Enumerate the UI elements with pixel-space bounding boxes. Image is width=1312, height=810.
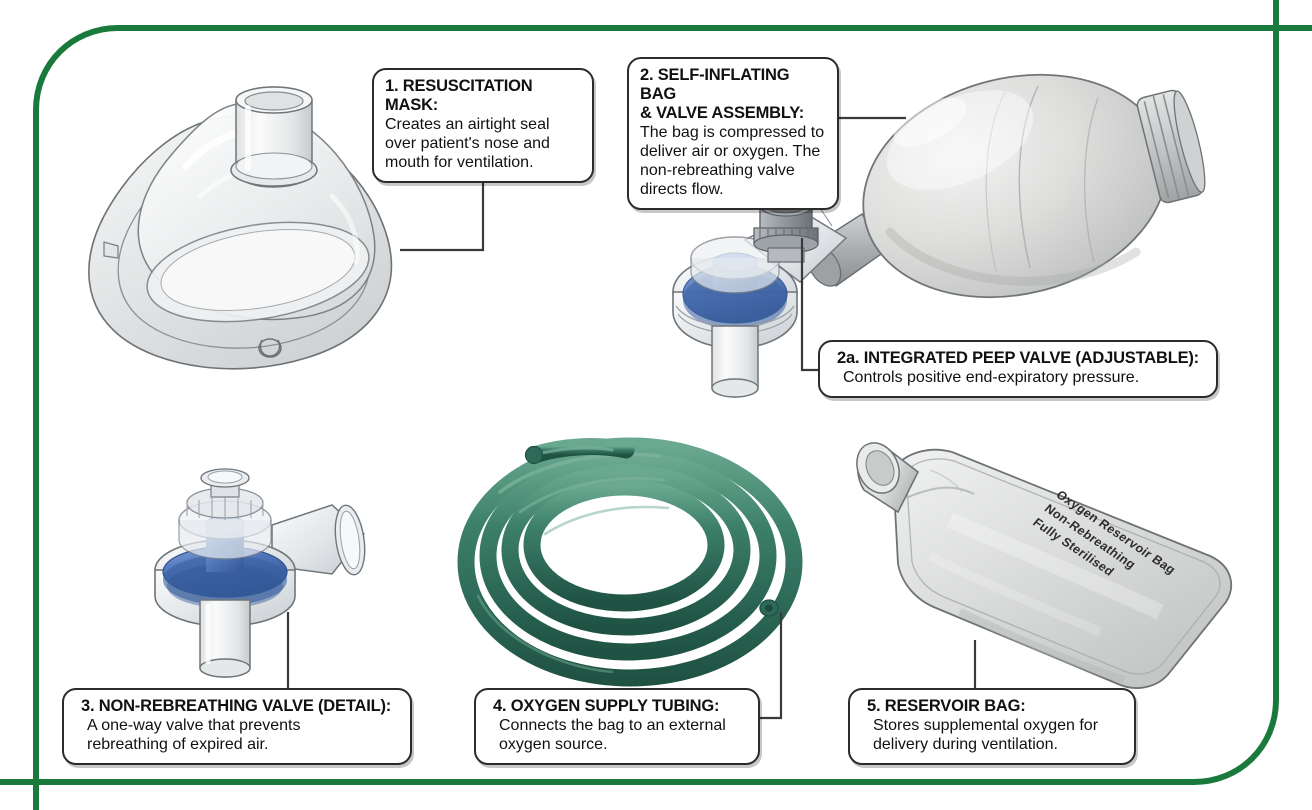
callout-2-body: The bag is compressed to deliver air or … xyxy=(640,124,825,198)
callout-oxygen-supply-tubing[interactable]: 4. OXYGEN SUPPLY TUBING: Connects the ba… xyxy=(474,688,760,765)
callout-2a-body: Controls positive end-expiratory pressur… xyxy=(843,369,1140,387)
leader-line-4 xyxy=(760,612,783,720)
callout-resuscitation-mask[interactable]: 1. RESUSCITATION MASK: Creates an airtig… xyxy=(372,68,594,183)
callout-integrated-peep-valve[interactable]: 2a. INTEGRATED PEEP VALVE (ADJUSTABLE): … xyxy=(818,340,1218,398)
reservoir-bag-illustration xyxy=(856,442,1233,689)
leader-line-1 xyxy=(400,170,485,252)
oxygen-supply-tubing-illustration xyxy=(457,437,803,687)
resuscitation-mask-illustration xyxy=(88,86,393,370)
leader-line-2a xyxy=(800,238,818,372)
callout-5-title: 5. RESERVOIR BAG: xyxy=(867,697,1026,715)
callout-reservoir-bag[interactable]: 5. RESERVOIR BAG: Stores supplemental ox… xyxy=(848,688,1136,765)
self-inflating-bag-illustration xyxy=(806,73,1206,299)
callout-1-title: 1. RESUSCITATION MASK: xyxy=(385,77,533,115)
callout-non-rebreathing-valve[interactable]: 3. NON-REBREATHING VALVE (DETAIL): A one… xyxy=(62,688,412,765)
callout-1-body: Creates an airtight seal over patient's … xyxy=(385,116,550,171)
callout-5-body: Stores supplemental oxygen for delivery … xyxy=(873,717,1099,753)
callout-2-title: 2. SELF-INFLATING BAG & VALVE ASSEMBLY: xyxy=(640,66,805,123)
callout-3-title: 3. NON-REBREATHING VALVE (DETAIL): xyxy=(81,697,392,715)
non-rebreathing-valve-detail-illustration xyxy=(154,468,366,678)
callout-self-inflating-bag[interactable]: 2. SELF-INFLATING BAG & VALVE ASSEMBLY: … xyxy=(627,57,839,210)
callout-3-body: A one-way valve that prevents rebreathin… xyxy=(87,717,301,753)
callout-2a-title: 2a. INTEGRATED PEEP VALVE (ADJUSTABLE): xyxy=(837,349,1199,367)
callout-4-title: 4. OXYGEN SUPPLY TUBING: xyxy=(493,697,720,715)
callout-4-body: Connects the bag to an external oxygen s… xyxy=(499,717,726,753)
